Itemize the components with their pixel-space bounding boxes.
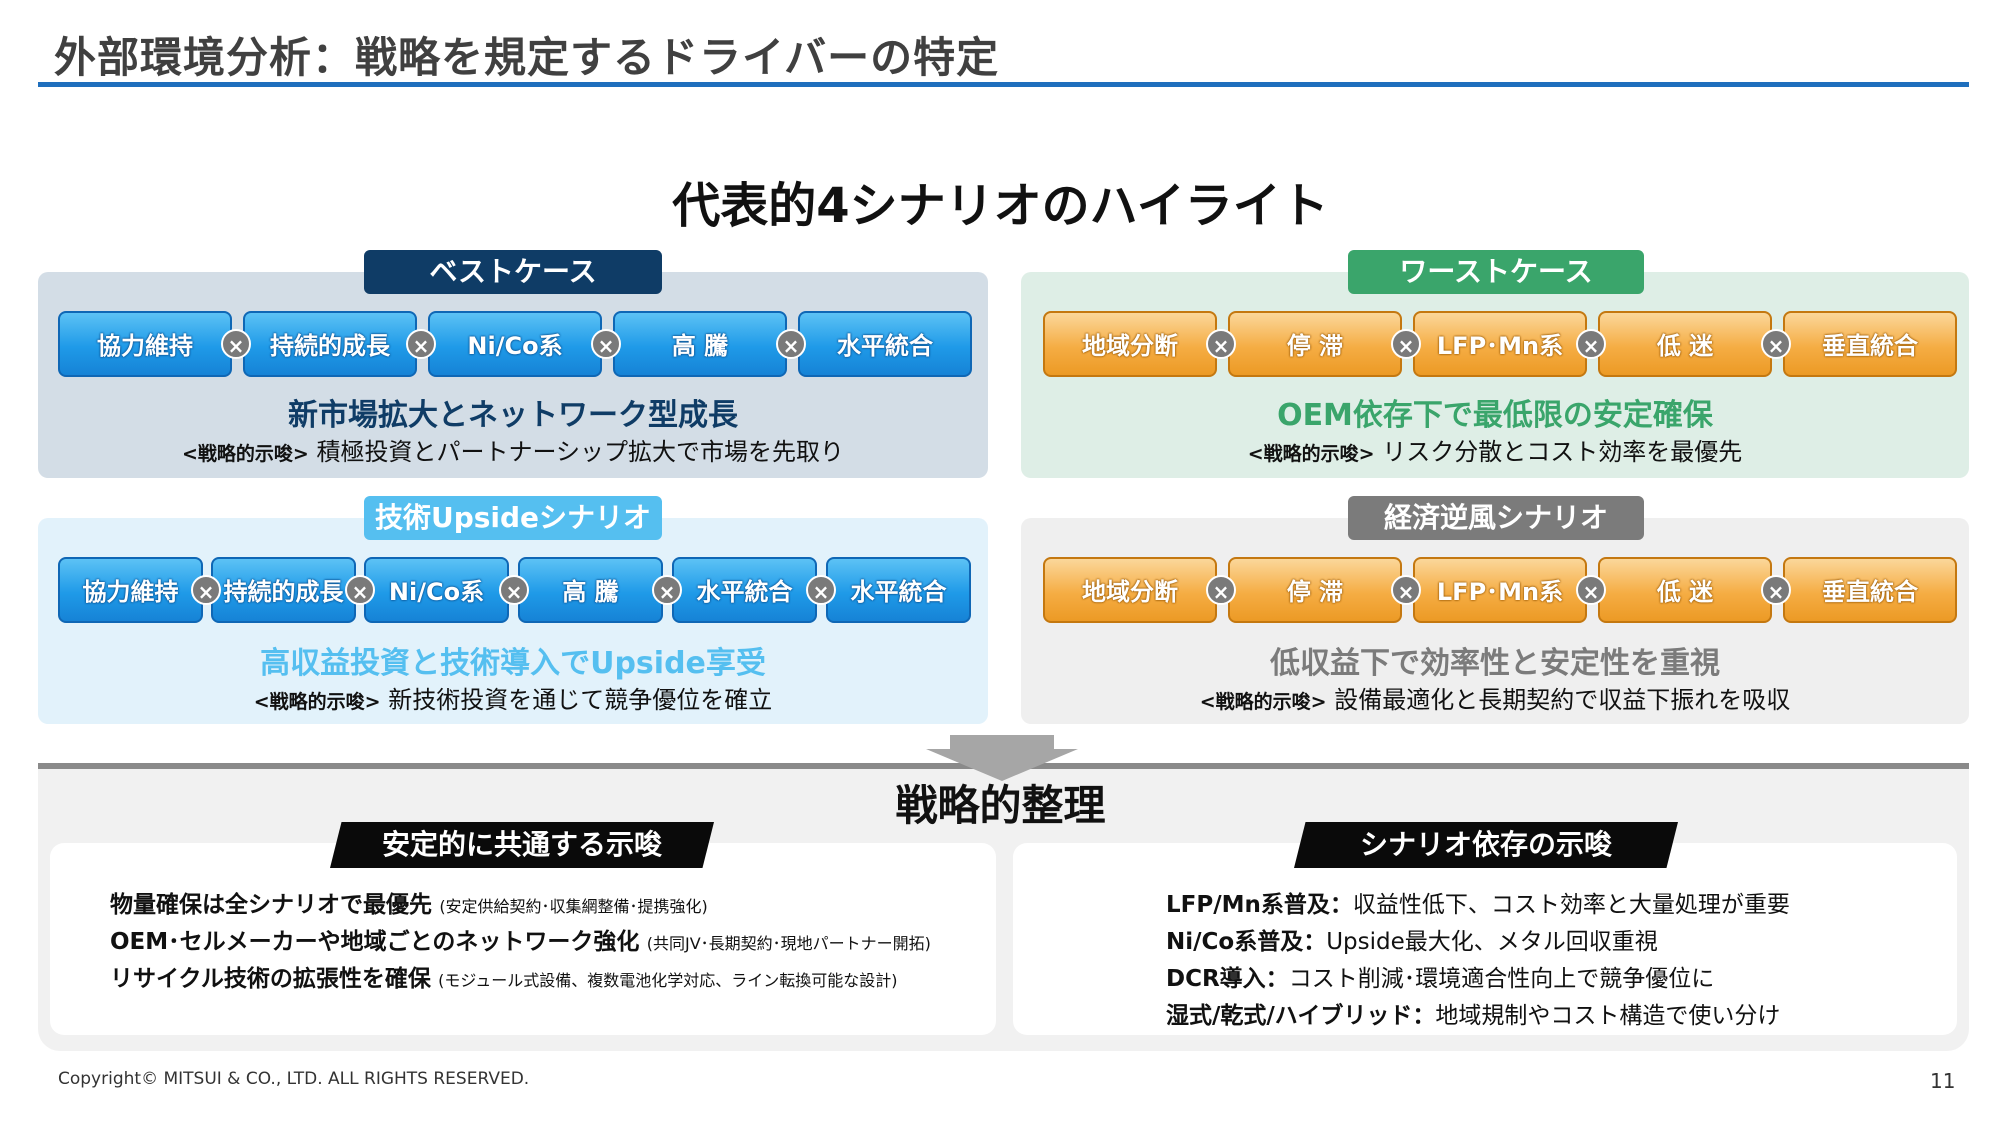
times-icon: ×	[406, 329, 436, 359]
worst-chip-1: 地域分断	[1043, 311, 1217, 377]
headwind-implication: <戦略的示唆> 設備最適化と長期契約で収益下振れを吸収	[1021, 680, 1969, 715]
headwind-headline: 低収益下で効率性と安定性を重視	[1270, 646, 1720, 681]
highlight-title: 代表的4シナリオのハイライト	[672, 178, 1329, 234]
tech-chip-1: 協力維持	[58, 557, 203, 623]
header-divider	[38, 82, 1969, 87]
dependent-item-key: Ni/Co系普及：	[1166, 929, 1327, 955]
best-chip-2: 持続的成長	[243, 311, 417, 377]
dependent-item: LFP/Mn系普及：収益性低下、コスト効率と大量処理が重要	[1166, 885, 1790, 919]
common-item: OEM･セルメーカーや地域ごとのネットワーク強化 (共同JV･長期契約･現地パー…	[110, 922, 931, 956]
times-icon: ×	[1391, 575, 1421, 605]
times-icon: ×	[1761, 575, 1791, 605]
implication-tag: <戦略的示唆>	[1247, 443, 1375, 465]
times-icon: ×	[806, 575, 836, 605]
dependent-item-key: LFP/Mn系普及：	[1166, 892, 1353, 918]
headwind-chip-1: 地域分断	[1043, 557, 1217, 623]
headwind-chip-2: 停 滞	[1228, 557, 1402, 623]
implication-text: 積極投資とパートナーシップ拡大で市場を先取り	[316, 438, 844, 466]
implication-tag: <戦略的示唆>	[253, 691, 381, 713]
tech-chip-2: 持続的成長	[211, 557, 356, 623]
common-item: リサイクル技術の拡張性を確保 (モジュール式設備、複数電池化学対応、ライン転換可…	[110, 959, 898, 993]
implication-text: 新技術投資を通じて競争優位を確立	[388, 686, 773, 714]
scenario-dependent-box	[1013, 843, 1957, 1035]
tech-chip-3: Ni/Co系	[364, 557, 509, 623]
times-icon: ×	[191, 575, 221, 605]
page-number: 11	[1930, 1069, 1956, 1093]
common-implications-label: 安定的に共通する示唆	[330, 822, 714, 868]
tech-chip-5: 水平統合	[672, 557, 817, 623]
copyright-notice: Copyright© MITSUI & CO., LTD. ALL RIGHTS…	[58, 1069, 530, 1089]
dependent-item-text: 地域規制やコスト構造で使い分け	[1435, 1003, 1781, 1029]
common-implications-box	[50, 843, 996, 1035]
best-chip-5: 水平統合	[798, 311, 972, 377]
common-item-main: リサイクル技術の拡張性を確保	[110, 966, 431, 992]
times-icon: ×	[1206, 329, 1236, 359]
worst-case-label: ワーストケース	[1348, 250, 1644, 294]
page-title: 外部環境分析：戦略を規定するドライバーの特定	[54, 33, 1000, 82]
dependent-item-text: Upside最大化、メタル回収重視	[1326, 929, 1658, 955]
dependent-item: DCR導入：コスト削減･環境適合性向上で競争優位に	[1166, 959, 1714, 993]
best-chip-1: 協力維持	[58, 311, 232, 377]
best-chip-4: 高 騰	[613, 311, 787, 377]
times-icon: ×	[1391, 329, 1421, 359]
dependent-item-key: DCR導入：	[1166, 966, 1289, 992]
worst-chip-4: 低 迷	[1598, 311, 1772, 377]
implication-text: リスク分散とコスト効率を最優先	[1382, 438, 1743, 466]
common-item-note: (共同JV･長期契約･現地パートナー開拓)	[646, 934, 931, 953]
implication-tag: <戦略的示唆>	[1199, 691, 1327, 713]
dependent-item: Ni/Co系普及：Upside最大化、メタル回収重視	[1166, 922, 1658, 956]
worst-chip-2: 停 滞	[1228, 311, 1402, 377]
dependent-item: 湿式/乾式/ハイブリッド：地域規制やコスト構造で使い分け	[1166, 996, 1780, 1030]
times-icon: ×	[1761, 329, 1791, 359]
tech-chip-6: 水平統合	[826, 557, 971, 623]
times-icon: ×	[591, 329, 621, 359]
implication-tag: <戦略的示唆>	[181, 443, 309, 465]
worst-headline: OEM依存下で最低限の安定確保	[1277, 398, 1713, 433]
best-chip-3: Ni/Co系	[428, 311, 602, 377]
best-implication: <戦略的示唆> 積極投資とパートナーシップ拡大で市場を先取り	[38, 432, 988, 467]
common-item-note: (安定供給契約･収集網整備･提携強化)	[439, 897, 708, 916]
tech-headline: 高収益投資と技術導入でUpside享受	[260, 646, 766, 681]
scenario-dependent-label: シナリオ依存の示唆	[1294, 822, 1678, 868]
tech-upside-label: 技術Upsideシナリオ	[364, 496, 662, 540]
headwind-chip-3: LFP･Mn系	[1413, 557, 1587, 623]
times-icon: ×	[1206, 575, 1236, 605]
times-icon: ×	[1576, 329, 1606, 359]
dependent-item-text: 収益性低下、コスト効率と大量処理が重要	[1352, 892, 1790, 918]
down-arrow-icon	[926, 735, 1078, 781]
worst-implication: <戦略的示唆> リスク分散とコスト効率を最優先	[1021, 432, 1969, 467]
common-item-main: OEM･セルメーカーや地域ごとのネットワーク強化	[110, 929, 640, 955]
dependent-item-text: コスト削減･環境適合性向上で競争優位に	[1288, 966, 1715, 992]
headwind-label: 経済逆風シナリオ	[1348, 496, 1644, 540]
times-icon: ×	[1576, 575, 1606, 605]
tech-implication: <戦略的示唆> 新技術投資を通じて競争優位を確立	[38, 680, 988, 715]
times-icon: ×	[776, 329, 806, 359]
best-headline: 新市場拡大とネットワーク型成長	[288, 398, 738, 433]
strategy-title: 戦略的整理	[895, 781, 1106, 830]
common-item-note: (モジュール式設備、複数電池化学対応、ライン転換可能な設計)	[438, 971, 898, 990]
times-icon: ×	[499, 575, 529, 605]
tech-chip-4: 高 騰	[518, 557, 663, 623]
times-icon: ×	[221, 329, 251, 359]
worst-chip-3: LFP･Mn系	[1413, 311, 1587, 377]
dependent-item-key: 湿式/乾式/ハイブリッド：	[1166, 1003, 1436, 1029]
worst-chip-5: 垂直統合	[1783, 311, 1957, 377]
times-icon: ×	[345, 575, 375, 605]
best-case-label: ベストケース	[364, 250, 662, 294]
implication-text: 設備最適化と長期契約で収益下振れを吸収	[1334, 686, 1791, 714]
headwind-chip-5: 垂直統合	[1783, 557, 1957, 623]
headwind-chip-4: 低 迷	[1598, 557, 1772, 623]
common-item: 物量確保は全シナリオで最優先 (安定供給契約･収集網整備･提携強化)	[110, 885, 708, 919]
common-item-main: 物量確保は全シナリオで最優先	[110, 892, 432, 918]
times-icon: ×	[652, 575, 682, 605]
